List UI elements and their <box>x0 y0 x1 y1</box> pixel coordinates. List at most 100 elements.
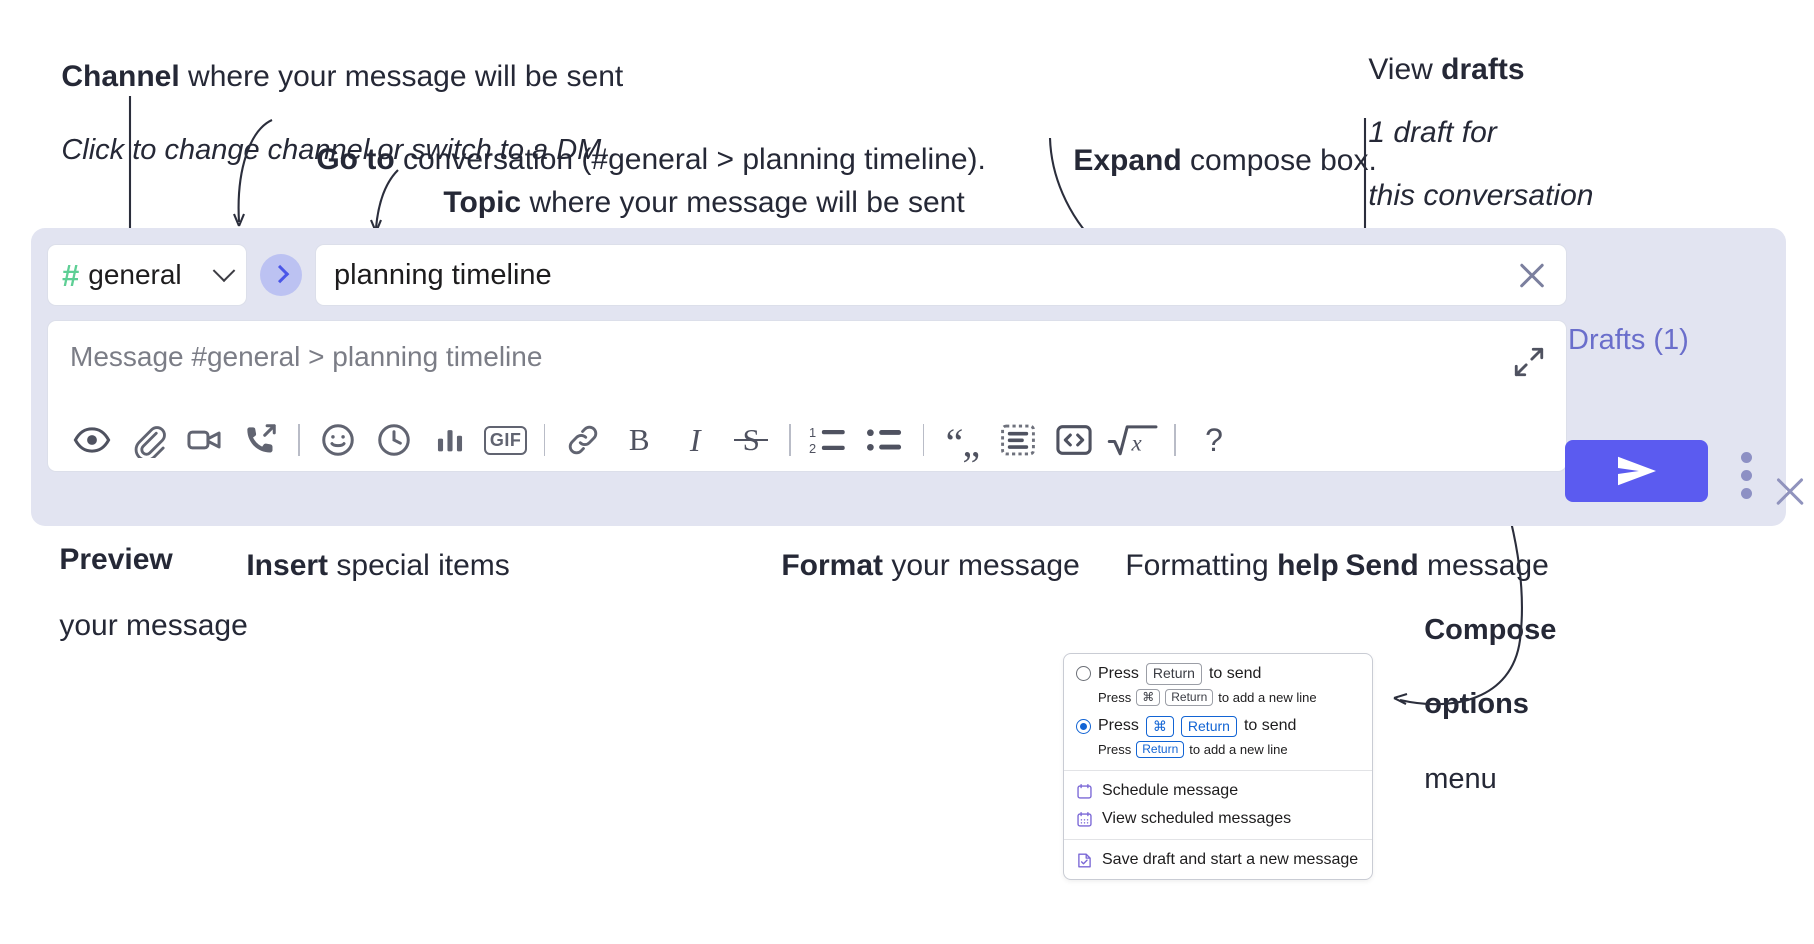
menu-item-save-draft[interactable]: Save draft and start a new message <box>1064 846 1372 879</box>
message-placeholder: Message #general > planning timeline <box>70 341 543 372</box>
link-button[interactable] <box>555 416 611 464</box>
compose-header-row: # general planning timeline <box>47 242 1567 308</box>
compose-options-button[interactable] <box>1738 452 1754 502</box>
document-check-icon <box>1078 853 1091 867</box>
annotation-drafts-line2: 1 draft for <box>1368 115 1497 149</box>
compose-main-column: # general planning timeline Message #gen… <box>47 242 1567 472</box>
menu-item-label: Save draft and start a new message <box>1102 851 1359 868</box>
drafts-link[interactable]: Drafts (1) <box>1568 324 1689 356</box>
reminder-button[interactable] <box>366 416 422 464</box>
key-return: Return <box>1136 741 1185 758</box>
key-return: Return <box>1165 688 1214 706</box>
menu-item-label: View scheduled messages <box>1102 810 1292 827</box>
key-return: Return <box>1180 715 1237 737</box>
annotation-drafts-line1: View drafts <box>1368 52 1525 86</box>
bold-icon: B <box>628 422 650 457</box>
send-button[interactable] <box>1565 440 1708 502</box>
channel-selector[interactable]: # general <box>47 244 247 306</box>
code-block-button[interactable] <box>990 416 1046 464</box>
strikethrough-button[interactable]: S <box>723 416 779 464</box>
option-suffix: to send <box>1243 717 1297 735</box>
kebab-dot-2 <box>1740 470 1752 481</box>
annotation-channel-line2: Click to change channel or switch to a D… <box>61 133 610 166</box>
svg-text:1: 1 <box>809 425 816 440</box>
compose-box: # general planning timeline Message #gen… <box>31 228 1786 526</box>
close-compose-button[interactable] <box>1769 471 1811 513</box>
calendar-icon <box>1077 783 1092 799</box>
chevron-right-icon <box>270 264 289 283</box>
blockquote-button[interactable]: “„ <box>934 416 990 464</box>
option-suffix: to send <box>1208 664 1262 682</box>
separator-4 <box>922 424 925 456</box>
option-subtext: Press ⌘ Return to add a new line <box>1098 688 1317 706</box>
hash-icon: # <box>62 257 80 293</box>
annotation-expand: Expand compose box. <box>1073 143 1377 177</box>
radio-cmd-return[interactable] <box>1076 718 1091 734</box>
expand-diagonal-icon[interactable] <box>1512 345 1546 379</box>
annotation-drafts-line3: this conversation <box>1368 178 1594 212</box>
annotation-channel: Channel where your message will be sent … <box>28 22 623 205</box>
ordered-list-button[interactable]: 1 2 <box>801 416 857 464</box>
menu-item-label: Schedule message <box>1102 782 1239 799</box>
option-subtext: Press Return to add a new line <box>1098 741 1288 758</box>
key-command: ⌘ <box>1136 688 1161 706</box>
gif-button[interactable]: GIF <box>478 416 534 464</box>
bulleted-list-button[interactable] <box>857 416 913 464</box>
annotation-topic: Topic where your message will be sent <box>443 185 965 219</box>
key-return: Return <box>1145 663 1202 685</box>
message-compose-area: Message #general > planning timeline <box>47 320 1567 472</box>
annotation-compose-options: Compose options menu <box>1424 614 1557 795</box>
audio-clip-button[interactable] <box>232 416 288 464</box>
separator-2 <box>543 424 546 456</box>
bold-button[interactable]: B <box>611 416 667 464</box>
annotation-preview: Preview your message <box>59 543 248 642</box>
separator-3 <box>789 424 791 456</box>
emoji-button[interactable] <box>310 416 366 464</box>
kebab-dot-3 <box>1740 488 1752 499</box>
annotation-insert: Insert special items <box>246 548 510 582</box>
preview-button[interactable] <box>64 416 120 464</box>
annotation-goto: Go to conversation (#general > planning … <box>316 142 986 176</box>
menu-item-schedule-message[interactable]: Schedule message <box>1064 777 1372 805</box>
menu-divider-2 <box>1064 839 1372 840</box>
formatting-toolbar: GIF B I <box>48 409 1566 471</box>
goto-conversation-button[interactable] <box>260 254 302 296</box>
send-option-cmd-return[interactable]: Press ⌘ Return to send Press Return to a… <box>1064 712 1372 765</box>
key-command: ⌘ <box>1145 715 1174 737</box>
svg-text:x: x <box>1131 431 1143 456</box>
kebab-dot-1 <box>1740 452 1752 463</box>
italic-icon: I <box>689 421 701 458</box>
svg-text:2: 2 <box>809 441 816 456</box>
option-prefix: Press <box>1098 717 1139 735</box>
quote-icon: “„ <box>945 420 981 465</box>
channel-name: general <box>88 259 182 290</box>
annotation-drafts: View drafts 1 draft for this conversatio… <box>1335 22 1593 243</box>
annotation-channel-line1: Channel where your message will be sent <box>61 59 624 93</box>
question-mark-icon: ? <box>1205 421 1223 458</box>
annotation-formatting-help: Formatting help <box>1125 548 1339 582</box>
compose-options-menu: Press Return to send Press ⌘ Return to a… <box>1063 653 1373 880</box>
radio-return[interactable] <box>1076 666 1091 682</box>
annotation-format: Format your message <box>781 548 1080 582</box>
send-paper-plane-icon <box>1617 456 1656 486</box>
close-icon[interactable] <box>1512 255 1552 295</box>
math-button[interactable]: x <box>1102 416 1164 464</box>
message-input[interactable]: Message #general > planning timeline <box>48 321 1566 409</box>
code-button[interactable] <box>1046 416 1102 464</box>
gif-label: GIF <box>483 425 528 455</box>
separator-1 <box>298 424 300 456</box>
poll-button[interactable] <box>422 416 478 464</box>
separator-5 <box>1174 424 1176 456</box>
send-option-return[interactable]: Press Return to send Press ⌘ Return to a… <box>1064 654 1372 712</box>
formatting-help-button[interactable]: ? <box>1186 416 1242 464</box>
menu-item-view-scheduled[interactable]: View scheduled messages <box>1064 805 1372 833</box>
attach-button[interactable] <box>120 416 176 464</box>
italic-button[interactable]: I <box>667 416 723 464</box>
option-prefix: Press <box>1098 664 1139 682</box>
video-clip-button[interactable] <box>176 416 232 464</box>
menu-divider-1 <box>1064 770 1372 771</box>
calendar-grid-icon <box>1077 811 1092 827</box>
topic-input[interactable]: planning timeline <box>315 244 1567 306</box>
chevron-down-icon <box>212 259 236 283</box>
topic-value: planning timeline <box>334 258 552 291</box>
